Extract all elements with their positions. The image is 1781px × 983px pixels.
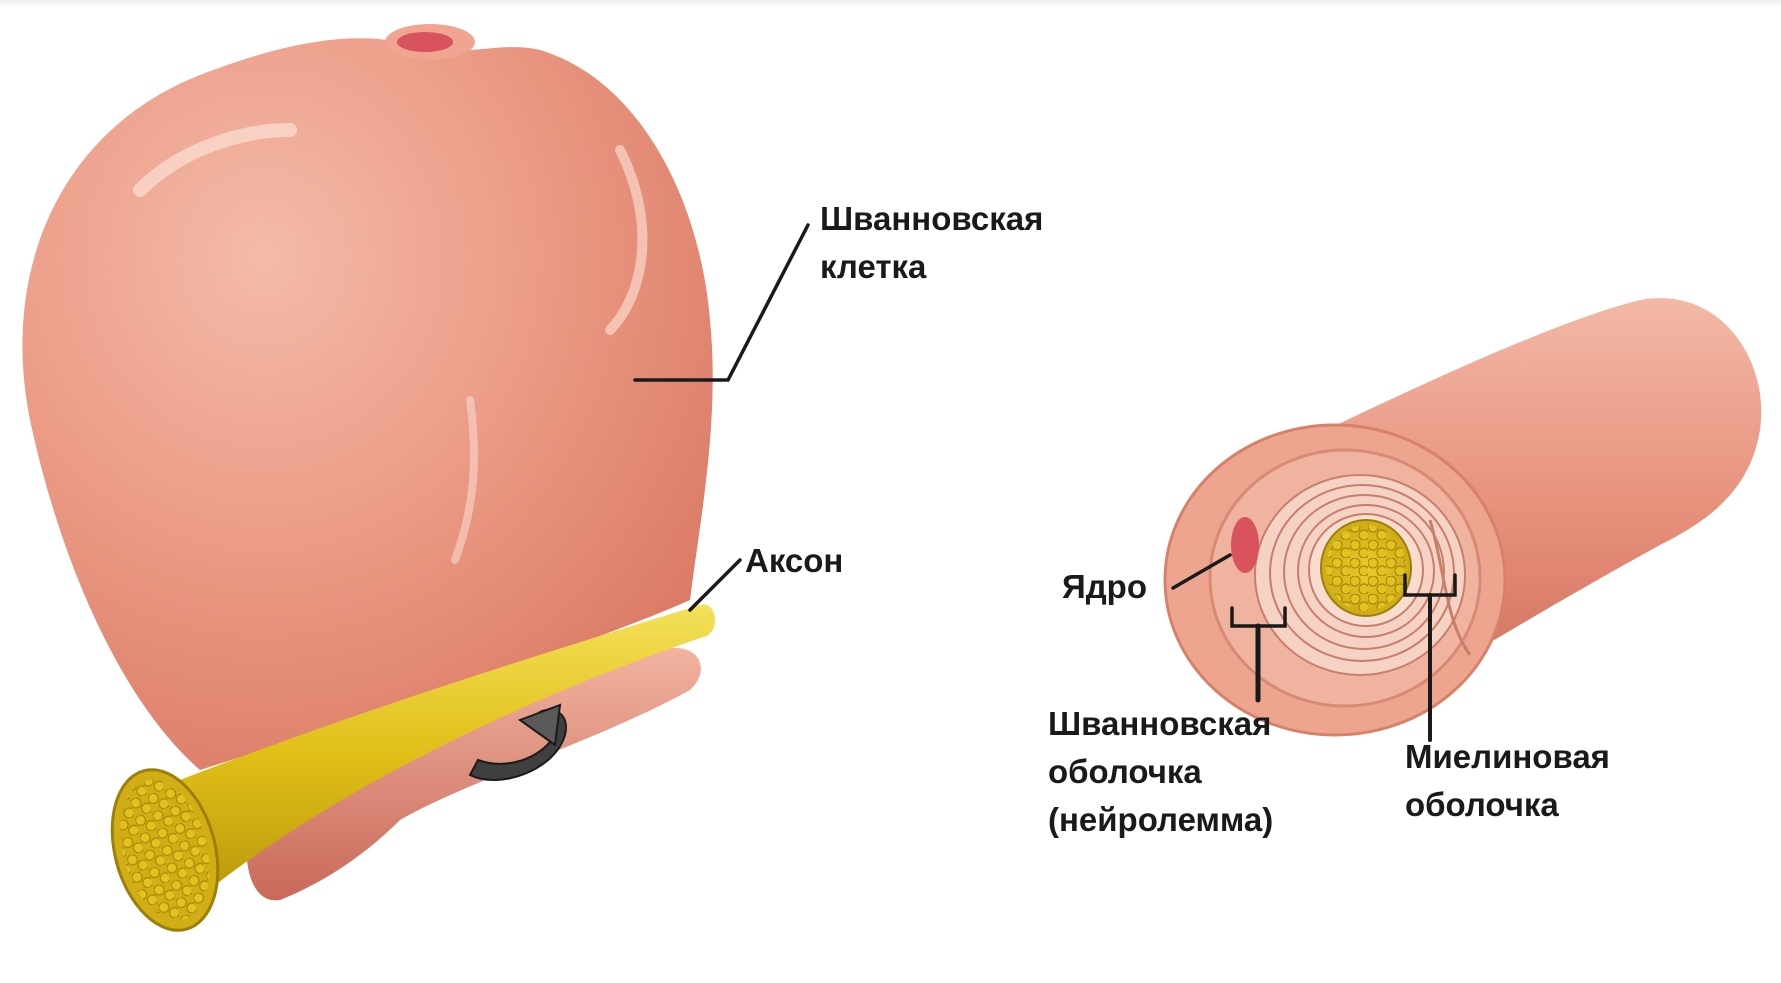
label-nucleus-text: Ядро bbox=[1062, 563, 1147, 611]
label-schwann-sheath: Шванновская оболочка (нейролемма) bbox=[1048, 700, 1273, 844]
label-axon: Аксон bbox=[745, 537, 843, 585]
leader-axon bbox=[690, 560, 740, 610]
label-schwann-cell: Шванновская клетка bbox=[820, 195, 1043, 291]
left-schwann-cell-drawing bbox=[22, 24, 715, 942]
label-schwann-sheath-line-3: (нейролемма) bbox=[1048, 796, 1273, 844]
label-nucleus: Ядро bbox=[1062, 563, 1147, 611]
right-myelin-drawing bbox=[1165, 298, 1761, 735]
fiber-nucleus bbox=[1231, 517, 1259, 573]
label-axon-text: Аксон bbox=[745, 537, 843, 585]
label-schwann-cell-line-2: клетка bbox=[820, 243, 1043, 291]
label-myelin-sheath-line-1: Миелиновая bbox=[1405, 733, 1610, 781]
label-myelin-sheath-line-2: оболочка bbox=[1405, 781, 1610, 829]
label-myelin-sheath: Миелиновая оболочка bbox=[1405, 733, 1610, 829]
label-schwann-cell-line-1: Шванновская bbox=[820, 195, 1043, 243]
label-schwann-sheath-line-1: Шванновская bbox=[1048, 700, 1273, 748]
label-schwann-sheath-line-2: оболочка bbox=[1048, 748, 1273, 796]
